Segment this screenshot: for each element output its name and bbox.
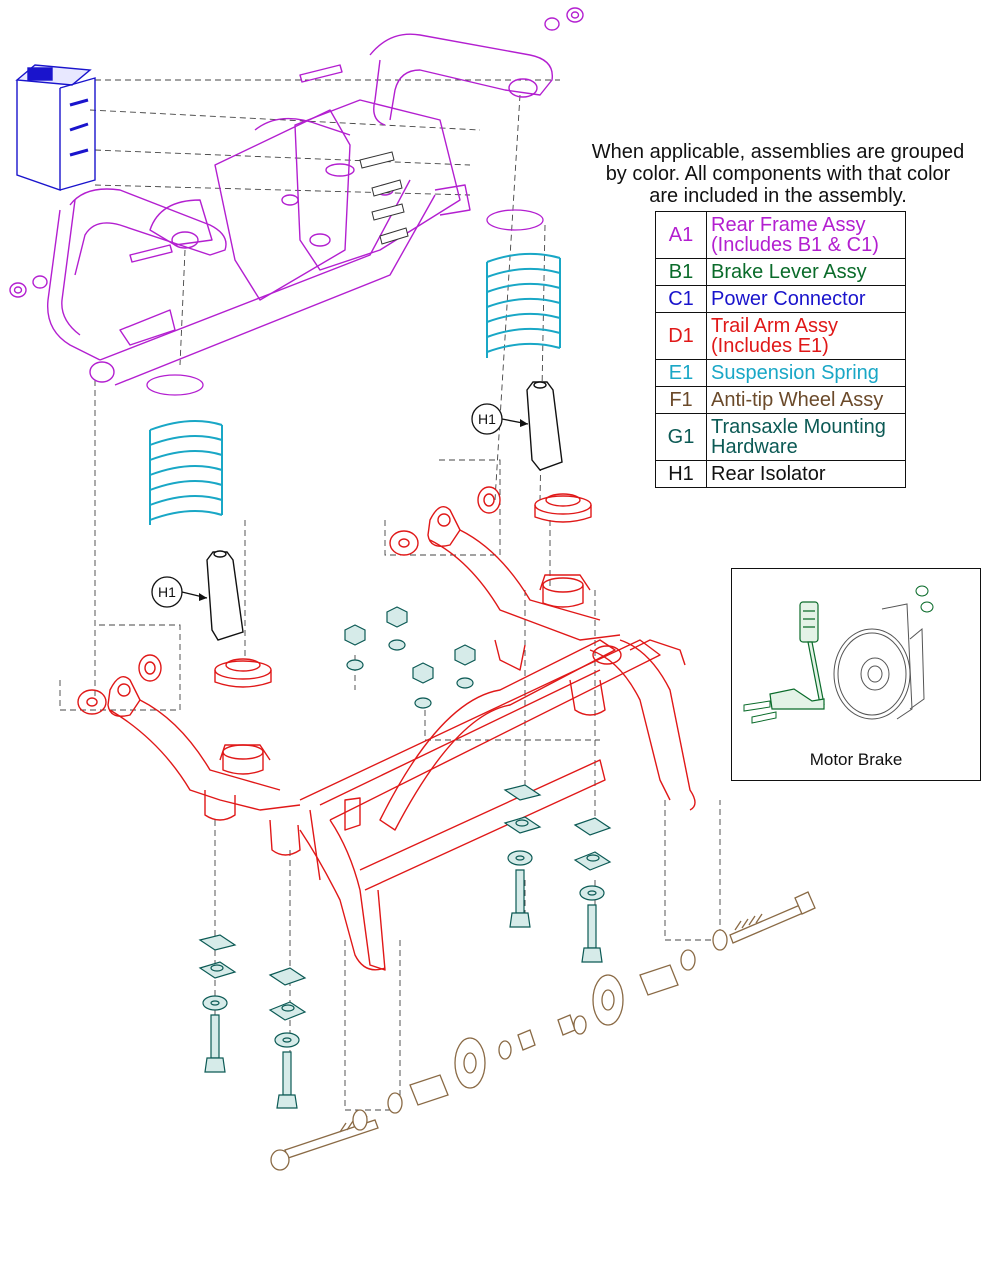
trail-arm-assembly	[77, 486, 696, 971]
legend-code: A1	[655, 211, 707, 259]
legend-description-line-1: Transaxle Mounting	[711, 416, 886, 438]
note-line-2: by color. All components with that color	[605, 163, 951, 185]
legend-code: H1	[655, 460, 707, 488]
legend-description-line-1: Suspension Spring	[711, 362, 879, 384]
legend-description: Power Connector	[706, 285, 906, 313]
legend-description: Brake Lever Assy	[706, 258, 906, 286]
legend-code: G1	[655, 413, 707, 461]
legend-description-line-1: Brake Lever Assy	[711, 261, 867, 283]
motor-brake-inset: Motor Brake	[731, 568, 981, 781]
legend-code: F1	[655, 386, 707, 414]
legend-description-line-1: Rear Isolator	[711, 463, 826, 485]
anti-tip-wheel-assembly	[270, 891, 816, 1171]
legend-description-line-2: Hardware	[711, 436, 798, 458]
legend-description-line-1: Trail Arm Assy	[711, 315, 839, 337]
legend-code: D1	[655, 312, 707, 360]
legend-description: Trail Arm Assy(Includes E1)	[706, 312, 906, 360]
legend-description-line-2: (Includes B1 & C1)	[711, 234, 879, 256]
note-line-3: are included in the assembly.	[649, 185, 907, 207]
brake-lever	[769, 601, 825, 710]
power-connector	[15, 64, 96, 191]
brake-screws	[743, 585, 934, 724]
note-line-1: When applicable, assemblies are grouped	[591, 141, 965, 163]
right-suspension-spring	[486, 209, 561, 358]
callout-right: H1	[471, 403, 529, 435]
legend-code: E1	[655, 359, 707, 387]
motor-brake-drawing	[743, 585, 934, 724]
legend-description-line-2: (Includes E1)	[711, 335, 829, 357]
legend-code: B1	[655, 258, 707, 286]
left-suspension-spring	[146, 374, 223, 525]
color-grouping-note: When applicable, assemblies are grouped …	[560, 141, 996, 207]
legend-description-line-1: Rear Frame Assy	[711, 214, 866, 236]
legend-description: Rear Isolator	[706, 460, 906, 488]
callout-right-label: H1	[478, 411, 496, 427]
callout-left: H1	[151, 576, 208, 608]
legend-description: Anti-tip Wheel Assy	[706, 386, 906, 414]
legend-description: Rear Frame Assy(Includes B1 & C1)	[706, 211, 906, 259]
rear-frame-assembly	[9, 7, 584, 386]
callout-left-label: H1	[158, 584, 176, 600]
motor-brake-housing	[833, 603, 925, 720]
legend-description-line-1: Anti-tip Wheel Assy	[711, 389, 884, 411]
motor-brake-caption: Motor Brake	[809, 750, 903, 769]
legend-code: C1	[655, 285, 707, 313]
transaxle-mounting-hardware	[198, 606, 612, 1109]
rear-isolators	[206, 381, 563, 641]
legend-description: Suspension Spring	[706, 359, 906, 387]
legend-description-line-1: Power Connector	[711, 288, 866, 310]
frame-screws	[359, 151, 409, 245]
